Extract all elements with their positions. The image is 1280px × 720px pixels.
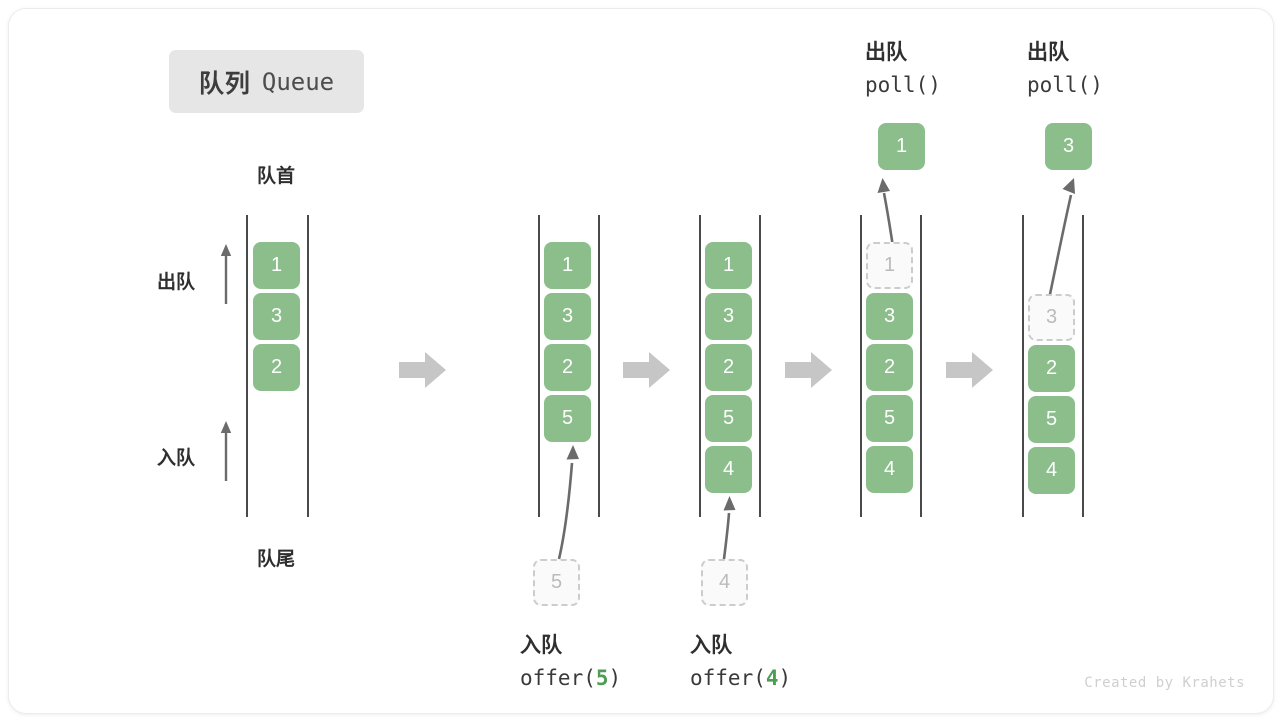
incoming-ghost-item-step1: 5 <box>533 559 580 606</box>
queue-item: 3 <box>544 293 591 340</box>
step-arrow-icon <box>623 352 670 388</box>
dequeue-indicator-label: 出队 <box>157 272 196 293</box>
queue-item: 3 <box>866 293 913 340</box>
title-en: Queue <box>261 67 335 96</box>
queue-item-ghost: 3 <box>1028 294 1075 341</box>
queue-column-step2: 1 3 2 5 4 <box>705 242 752 493</box>
queue-rail-left-step2 <box>699 215 701 517</box>
enqueue-flow-arrow-icon <box>557 445 579 560</box>
queue-item: 5 <box>544 395 591 442</box>
diagram-card: 队列 Queue 队首 队尾 出队 入队 1 3 2 1 3 2 5 <box>8 8 1274 714</box>
queue-item: 1 <box>253 242 300 289</box>
caption-cn-step2: 入队 <box>690 634 732 657</box>
step-arrow-icon <box>946 352 993 388</box>
queue-rail-right-step0 <box>307 215 309 517</box>
queue-rail-left-step4 <box>1022 215 1024 517</box>
queue-item: 5 <box>1028 396 1075 443</box>
enqueue-indicator-label: 入队 <box>157 448 196 469</box>
title-cn: 队列 <box>198 69 251 98</box>
step-arrow-icon <box>399 352 446 388</box>
caption-code-step1: offer(5) <box>520 666 622 690</box>
queue-item: 1 <box>544 242 591 289</box>
queue-rail-left-step1 <box>538 215 540 517</box>
queue-rail-left-step0 <box>246 215 248 517</box>
dequeue-flow-arrow-icon <box>1047 178 1075 300</box>
queue-item: 5 <box>866 395 913 442</box>
queue-item: 4 <box>705 446 752 493</box>
caption-code-step3: poll() <box>865 73 941 97</box>
caption-cn-step3: 出队 <box>865 41 907 64</box>
caption-step3: 出队 poll() <box>865 36 941 97</box>
queue-rail-right-step4 <box>1082 215 1084 517</box>
footer-credit: Created by Krahets <box>1084 675 1245 691</box>
queue-rail-left-step3 <box>860 215 862 517</box>
title-badge: 队列 Queue <box>169 50 364 113</box>
queue-column-step4: 3 2 5 4 <box>1028 294 1075 494</box>
queue-column-step1: 1 3 2 5 <box>544 242 591 442</box>
queue-item: 3 <box>705 293 752 340</box>
queue-item: 2 <box>705 344 752 391</box>
outgoing-item-step4: 3 <box>1045 123 1092 170</box>
front-label: 队首 <box>257 166 296 187</box>
queue-item: 5 <box>705 395 752 442</box>
queue-rail-right-step2 <box>759 215 761 517</box>
dequeue-arrow-icon <box>220 244 232 304</box>
queue-item: 4 <box>866 446 913 493</box>
queue-item: 4 <box>1028 447 1075 494</box>
caption-code-step4: poll() <box>1027 73 1103 97</box>
caption-cn-step1: 入队 <box>520 634 562 657</box>
outgoing-item-step3: 1 <box>878 123 925 170</box>
step-arrow-icon <box>785 352 832 388</box>
enqueue-arrow-icon <box>220 421 232 481</box>
dequeue-flow-arrow-icon <box>877 178 895 248</box>
queue-column-step3: 1 3 2 5 4 <box>866 242 913 493</box>
queue-item: 2 <box>1028 345 1075 392</box>
queue-item: 2 <box>544 344 591 391</box>
caption-step2: 入队 offer(4) <box>690 629 791 690</box>
queue-rail-right-step3 <box>920 215 922 517</box>
queue-item: 3 <box>253 293 300 340</box>
queue-item: 2 <box>866 344 913 391</box>
queue-item: 2 <box>253 344 300 391</box>
caption-code-step2: offer(4) <box>690 666 792 690</box>
caption-step4: 出队 poll() <box>1027 36 1103 97</box>
rear-label: 队尾 <box>257 549 296 570</box>
caption-cn-step4: 出队 <box>1027 41 1069 64</box>
queue-item: 1 <box>705 242 752 289</box>
queue-rail-right-step1 <box>598 215 600 517</box>
incoming-ghost-item-step2: 4 <box>701 559 748 606</box>
enqueue-flow-arrow-icon <box>722 496 736 560</box>
queue-item-ghost: 1 <box>866 242 913 289</box>
queue-column-step0: 1 3 2 <box>253 242 300 391</box>
caption-step1: 入队 offer(5) <box>520 629 621 690</box>
